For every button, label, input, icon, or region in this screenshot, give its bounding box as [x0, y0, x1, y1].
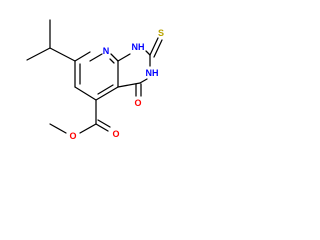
- bond-n8-c8a-inner: [109, 58, 115, 64]
- bond-c5-c6: [74, 86, 97, 101]
- bond-c7-n8-outer: [74, 51, 91, 62]
- bond-c4-c4a: [117, 82, 141, 88]
- bond-c8a-n1: [117, 53, 131, 62]
- structure-canvas: N NH NH S O O O: [0, 0, 173, 153]
- bond-n3-c4: [139, 78, 148, 84]
- bond-cester-ocarbonyl: [95, 123, 109, 132]
- bond-c2-s: [149, 37, 159, 56]
- bond-oester-methyl: [49, 123, 67, 134]
- atom-s: S: [158, 28, 164, 38]
- bonds: [26, 19, 163, 134]
- bond-ch-me1: [26, 47, 51, 61]
- bond-cester-ocarbonyl-double: [97, 119, 111, 128]
- bond-c7-ch: [49, 47, 76, 62]
- atom-labels: N NH NH S O O O: [69, 28, 164, 141]
- bond-c4a-c5: [95, 86, 119, 101]
- bond-c7-n8: [89, 53, 103, 62]
- atom-o4: O: [134, 98, 141, 108]
- atom-o-ester: O: [69, 131, 76, 141]
- bond-n8-c8a: [110, 53, 119, 62]
- bond-cester-oester: [79, 123, 97, 134]
- atom-o-carbonyl: O: [112, 129, 119, 139]
- molecule-drawing: N NH NH S O O O: [26, 19, 164, 141]
- atom-n3: NH: [146, 68, 159, 78]
- atom-n1: NH: [132, 42, 145, 52]
- bond-n1-c2: [145, 50, 151, 56]
- bond-c4a-c5-inner: [97, 84, 114, 95]
- atom-n8: N: [103, 46, 110, 56]
- bond-c2-s-double: [153, 39, 163, 58]
